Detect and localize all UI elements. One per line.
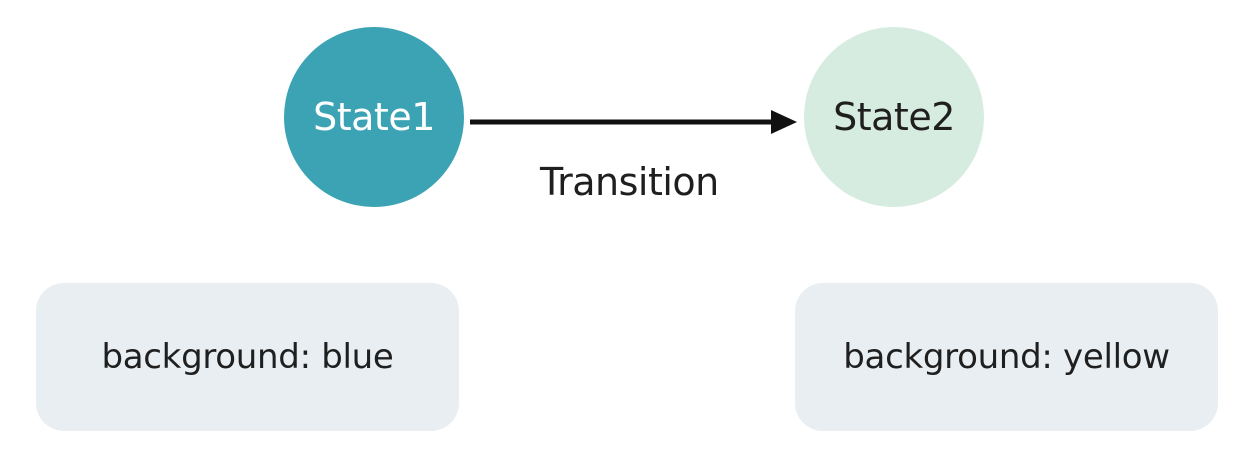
state-node-2-label: State2 [833,95,955,139]
transition-label: Transition [540,160,719,204]
state-node-2: State2 [804,27,984,207]
state-2-property-box: background: yellow [795,283,1218,431]
state-1-property-text: background: blue [101,337,394,377]
state-2-property-text: background: yellow [843,337,1170,377]
state-node-1: State1 [284,27,464,207]
transition-arrowhead [771,110,797,134]
state-node-1-label: State1 [313,95,435,139]
state-1-property-box: background: blue [36,283,459,431]
